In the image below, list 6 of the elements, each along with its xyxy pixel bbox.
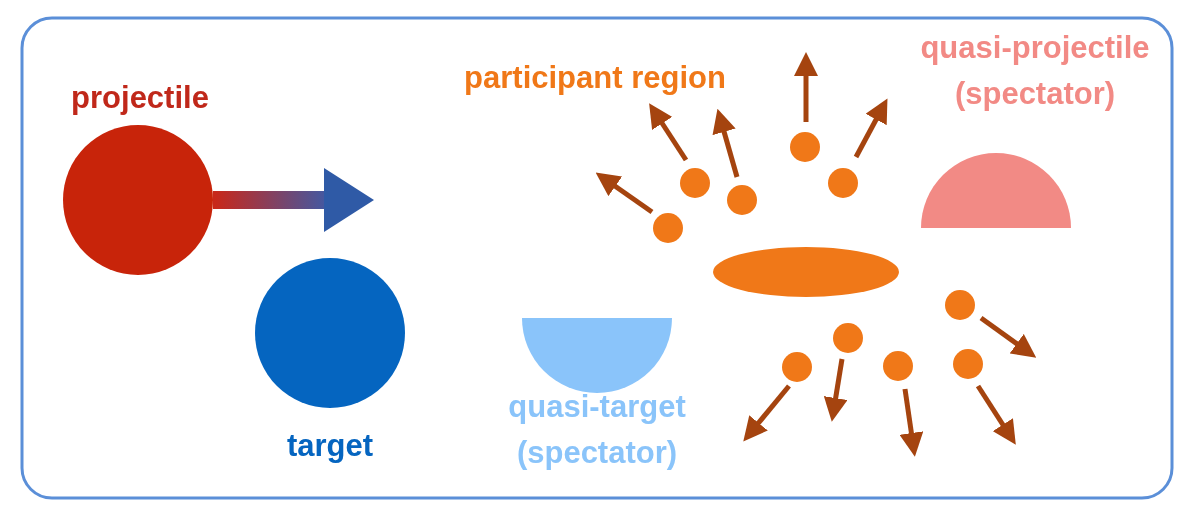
shape-label: target [285, 427, 375, 465]
shape-label: participant region [463, 59, 727, 97]
shape-label: quasi-target (spectator) [507, 388, 687, 472]
shape-label: projectile [70, 79, 210, 117]
arrow [213, 168, 374, 232]
shape-label: quasi-projectile (spectator) [919, 29, 1151, 113]
